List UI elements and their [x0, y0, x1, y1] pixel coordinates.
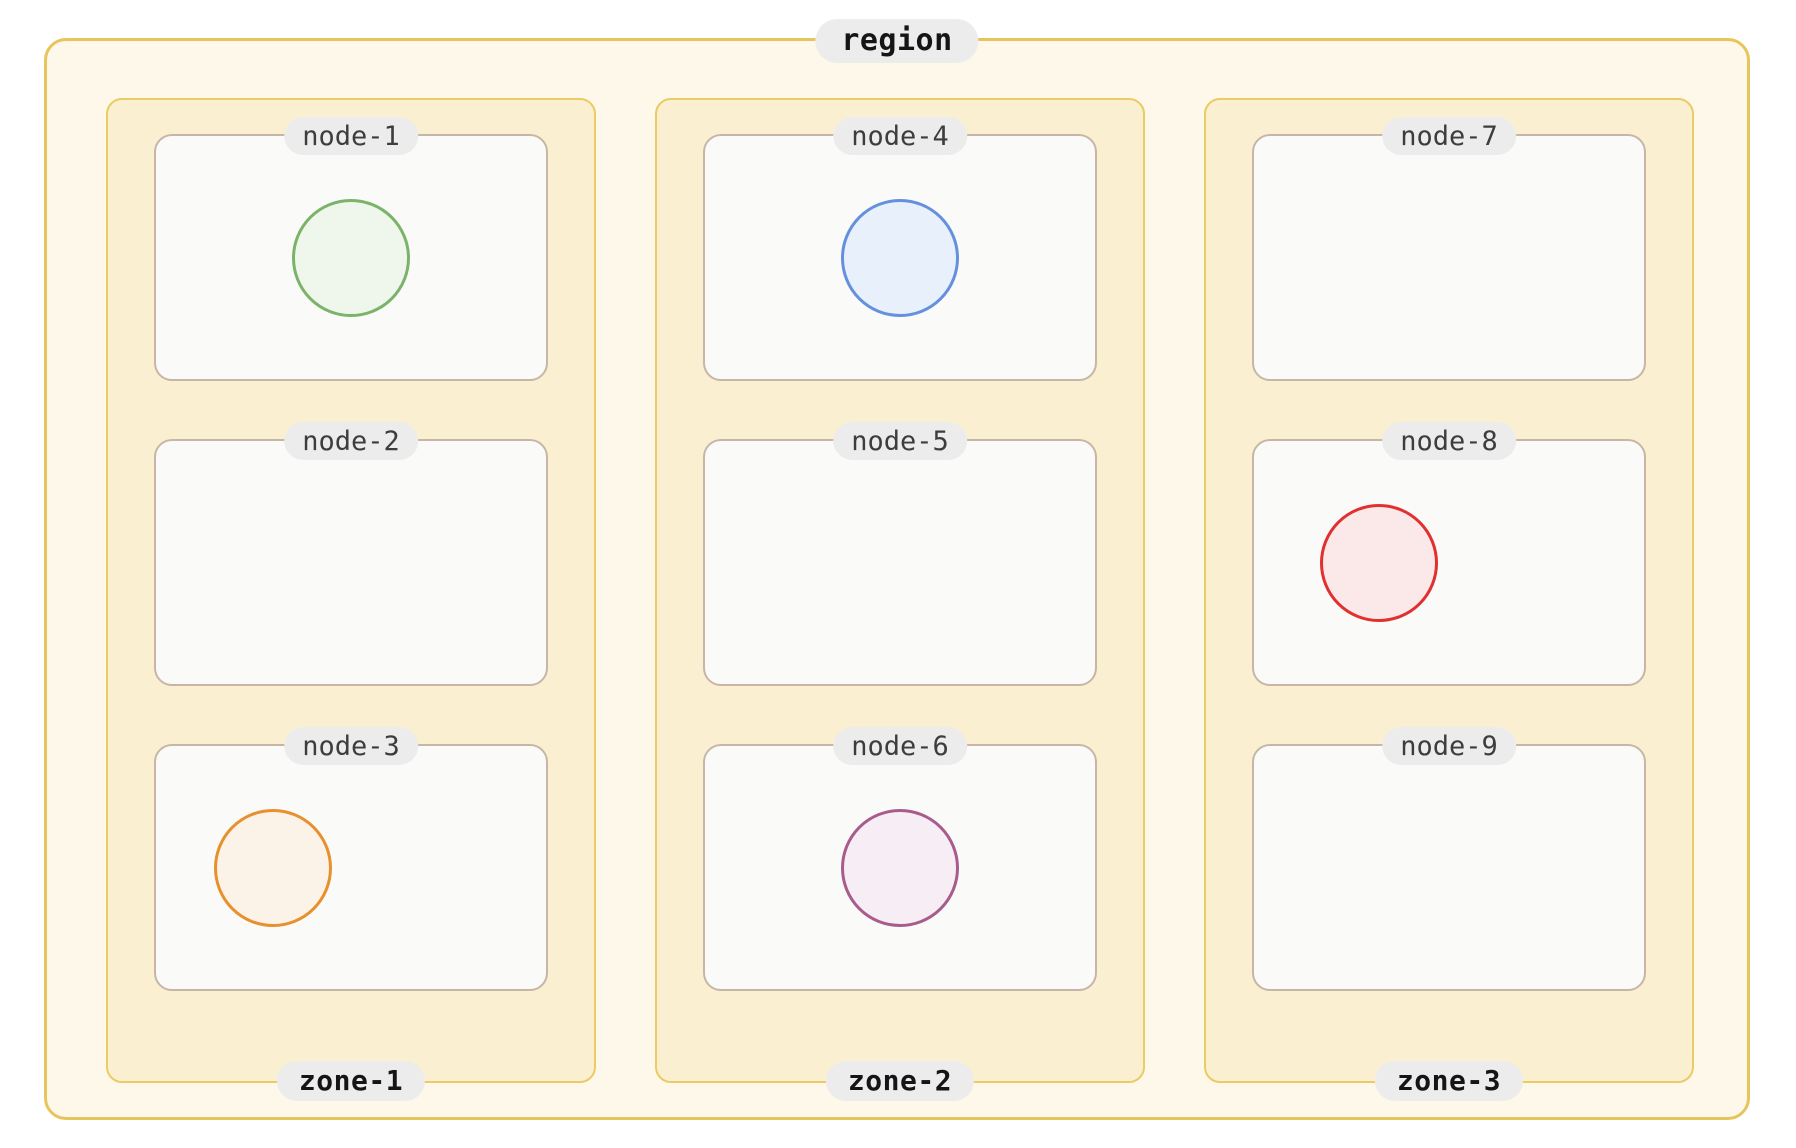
node-container-8[interactable]: node-8	[1252, 422, 1646, 686]
node-label-3: node-3	[284, 727, 418, 765]
node-container-2[interactable]: node-2	[154, 422, 548, 686]
node-body-3	[156, 746, 546, 989]
node-body-1	[156, 136, 546, 379]
zone-label-1: zone-1	[276, 1061, 426, 1101]
node-body-9	[1254, 746, 1644, 989]
zone-container-2[interactable]: node-4 node-5 node-6	[655, 98, 1145, 1101]
node-stack-2: node-4 node-5 node-6	[657, 117, 1143, 991]
node-container-5[interactable]: node-5	[703, 422, 1097, 686]
node-container-1[interactable]: node-1	[154, 117, 548, 381]
zone-label-3: zone-3	[1374, 1061, 1524, 1101]
node-body-8	[1254, 441, 1644, 684]
node-label-9: node-9	[1382, 727, 1516, 765]
node-container-4[interactable]: node-4	[703, 117, 1097, 381]
node-label-7: node-7	[1382, 117, 1516, 155]
node-container-9[interactable]: node-9	[1252, 727, 1646, 991]
node-label-5: node-5	[833, 422, 967, 460]
node-body-7	[1254, 136, 1644, 379]
circle-blue-icon	[841, 198, 959, 317]
circle-orange-icon	[214, 808, 332, 927]
node-container-3[interactable]: node-3	[154, 727, 548, 991]
node-label-6: node-6	[833, 727, 967, 765]
zone-label-2: zone-2	[825, 1061, 975, 1101]
node-body-4	[705, 136, 1095, 379]
node-label-2: node-2	[284, 422, 418, 460]
circle-green-icon	[292, 198, 410, 317]
node-label-1: node-1	[284, 117, 418, 155]
region-container[interactable]: region node-1 node-2 n	[44, 19, 1750, 1120]
circle-purple-icon	[841, 808, 959, 927]
node-stack-1: node-1 node-2 node-3	[108, 117, 594, 991]
zone-container-1[interactable]: node-1 node-2 node-3	[106, 98, 596, 1101]
node-stack-3: node-7 node-8 node-9	[1206, 117, 1692, 991]
node-body-5	[705, 441, 1095, 684]
node-body-2	[156, 441, 546, 684]
region-label: region	[815, 19, 979, 63]
node-body-6	[705, 746, 1095, 989]
zone-row: node-1 node-2 node-3	[106, 98, 1694, 1101]
node-container-7[interactable]: node-7	[1252, 117, 1646, 381]
node-label-4: node-4	[833, 117, 967, 155]
zone-container-3[interactable]: node-7 node-8 node-9 zone-3	[1204, 98, 1694, 1101]
circle-red-icon	[1320, 503, 1438, 622]
node-container-6[interactable]: node-6	[703, 727, 1097, 991]
node-label-8: node-8	[1382, 422, 1516, 460]
